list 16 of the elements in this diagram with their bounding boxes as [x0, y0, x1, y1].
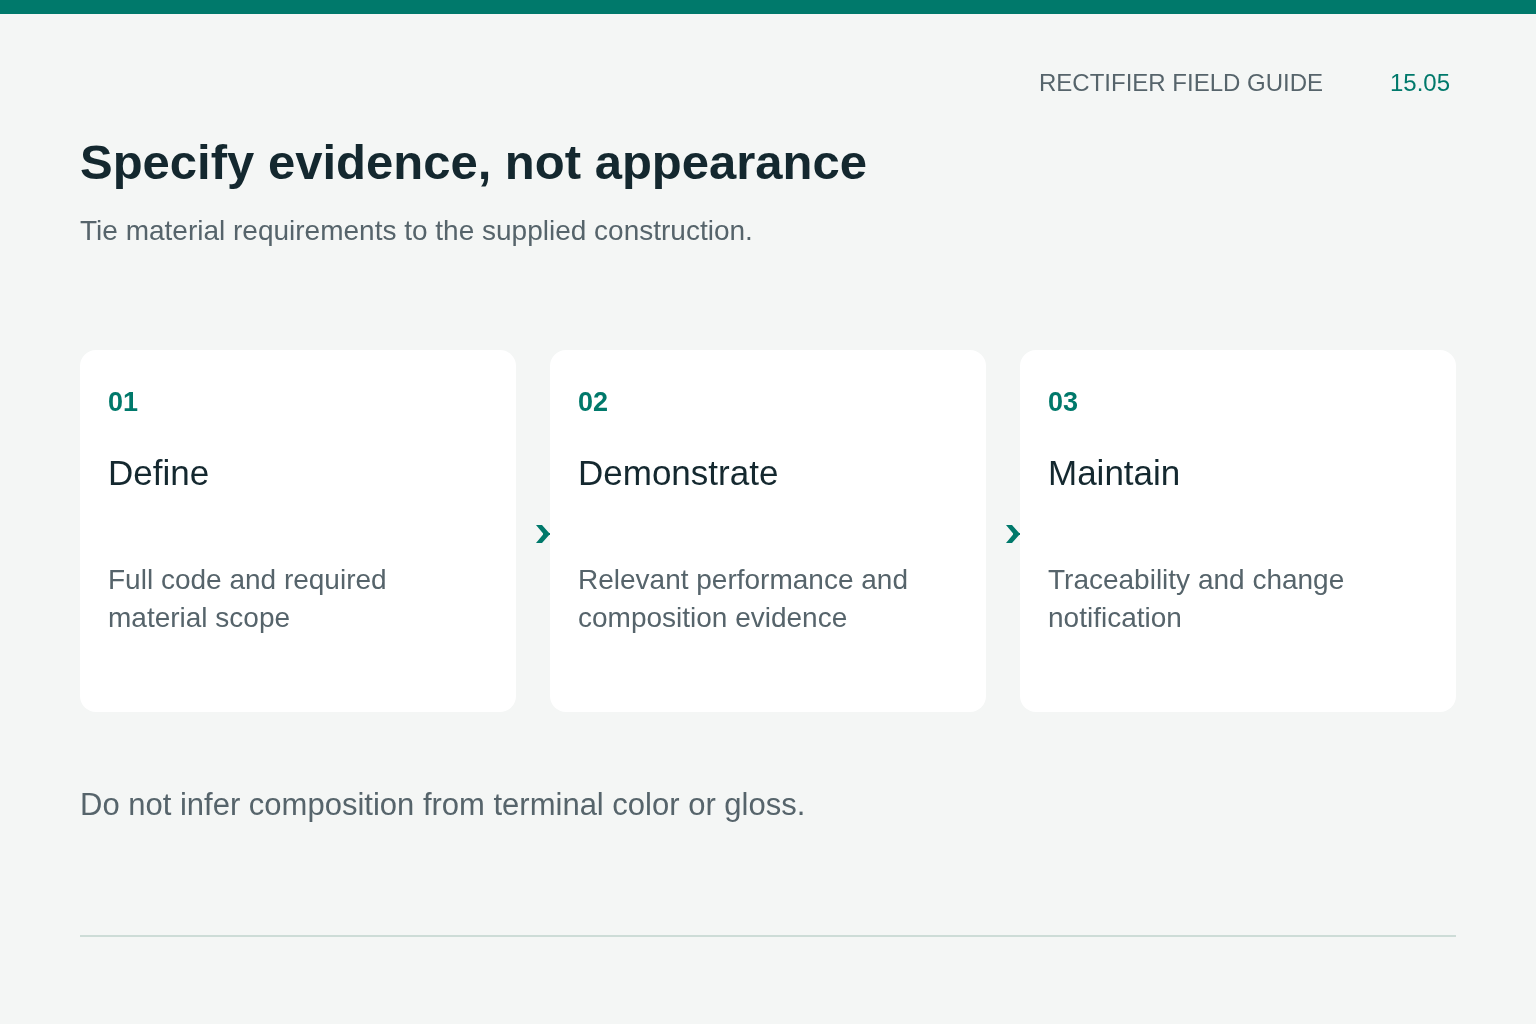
step-description: Relevant performance and composition evidence: [578, 563, 909, 635]
step-description: Full code and required material scope: [108, 563, 388, 635]
step-title: Demonstrate: [578, 453, 779, 493]
step-number: 03: [1048, 386, 1079, 418]
page-title: Specify evidence, not appearance: [80, 134, 868, 191]
step-card: [1020, 350, 1456, 712]
footer-note: Do not infer composition from terminal color or gloss.: [80, 786, 806, 824]
step-card: [550, 350, 986, 712]
step-number: 01: [108, 386, 139, 418]
step-number: 02: [578, 386, 609, 418]
step-title: Maintain: [1048, 453, 1181, 493]
date-label: 15.05: [1389, 68, 1450, 98]
subtitle: Tie material requirements to the supplied construction.: [80, 214, 753, 248]
step-title: Define: [108, 453, 210, 493]
header-label: RECTIFIER FIELD GUIDE: [1038, 68, 1323, 98]
step-description: Traceability and change notification: [1048, 563, 1346, 635]
